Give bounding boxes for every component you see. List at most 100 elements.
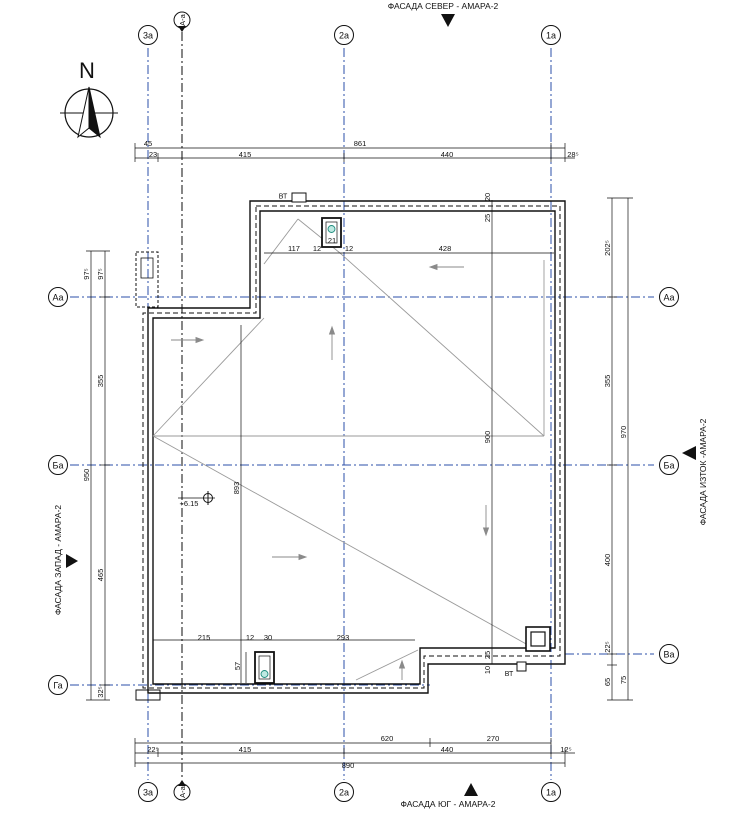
facade-south-label: ФАСАДА ЮГ - АМАРА-2 (401, 799, 496, 809)
roof-drain-top-icon (327, 225, 336, 233)
slope-arrow-6-icon (398, 659, 406, 669)
dim-top-415: 415 (239, 150, 252, 159)
axis-bubble-va-right (659, 644, 679, 664)
dim-in-117: 117 (288, 244, 300, 253)
section-marker-bottom-label: А-а (178, 785, 187, 798)
axis-bubble-2a-bottom (334, 782, 354, 802)
dim-right-970: 970 (619, 426, 628, 439)
dimension-lines (86, 143, 633, 767)
hip-line-4 (339, 252, 545, 437)
facade-labels: ФАСАДА СЕВЕР - АМАРА-2 ФАСАДА ЮГ - АМАРА… (53, 1, 708, 809)
dim-in-10: 10 (483, 666, 492, 674)
dim-top-45: 45 (144, 139, 152, 148)
roof-fixtures: ВТ ВТ +6.15 (178, 192, 551, 684)
facade-south-marker-icon (464, 783, 478, 796)
level-label: +6.15 (180, 499, 199, 508)
slope-arrow-2-icon (428, 263, 438, 271)
dim-left-465: 465 (96, 569, 105, 582)
dim-right-400: 400 (603, 554, 612, 567)
dim-in-25a: 25 (483, 214, 492, 222)
facade-north-marker-icon (441, 14, 455, 27)
parapet-stub (135, 689, 161, 701)
dim-bot-620: 620 (381, 734, 394, 743)
axis-label-va-right: Ва (663, 650, 674, 660)
chimney-box (525, 626, 551, 652)
chimney-box-inner (530, 631, 546, 647)
dim-bot-890: 890 (342, 761, 355, 770)
slope-arrow-4-icon (482, 527, 490, 537)
hip-line-1 (152, 317, 265, 437)
dim-bot-440: 440 (441, 745, 454, 754)
dim-right-22: 22⁵ (603, 641, 612, 652)
axis-label-ga-left: Га (53, 681, 62, 691)
axis-bubble-ba-left (48, 455, 68, 475)
facade-west-label: ФАСАДА ЗАПАД - АМАРА-2 (53, 505, 63, 616)
dim-left-32: 32⁵ (96, 686, 105, 697)
wall-axis-dashed (142, 205, 561, 689)
section-marker-top-label: А-а (178, 13, 187, 26)
facade-east-marker-icon (682, 446, 696, 460)
valley-line-2 (355, 649, 419, 681)
dim-left-97: 97⁵ (82, 268, 91, 279)
axis-label-aa-right: Аа (663, 293, 674, 303)
axis-label-1a-top: 1а (546, 31, 556, 41)
hip-line-2 (263, 218, 299, 265)
dim-right-202: 202⁵ (603, 240, 612, 256)
vent-bottom (516, 661, 527, 672)
axis-bubble-aa-right (659, 287, 679, 307)
vent-top (291, 192, 307, 203)
dim-top-440: 440 (441, 150, 454, 159)
dim-bot-415: 415 (239, 745, 252, 754)
dim-left-355: 355 (96, 375, 105, 388)
dim-left-950: 950 (82, 469, 91, 482)
roof-hatch-bottom-inner (258, 655, 271, 680)
axis-label-2a-top: 2а (339, 31, 349, 41)
dim-top-23: 23 (149, 150, 157, 159)
facade-east-label: ФАСАДА ИЗТОК -АМАРА-2 (698, 418, 708, 525)
section-arrow-top-icon (178, 26, 186, 32)
dim-right-65: 65 (603, 678, 612, 686)
slope-arrow-1-icon (195, 336, 205, 344)
roof-slope-lines (152, 218, 545, 681)
roof-hatch-bottom (254, 651, 275, 684)
facade-west-marker-icon (66, 554, 78, 568)
dim-left-97b: 97⁵ (96, 268, 105, 279)
dim-top-861: 861 (354, 139, 367, 148)
parapet-inner (152, 210, 556, 685)
dim-in-293: 293 (337, 633, 350, 642)
parapet-outer (147, 200, 566, 694)
section-arrow-bottom-icon (178, 780, 186, 786)
dim-in-25b: 25 (483, 651, 492, 659)
dim-right-355: 355 (603, 375, 612, 388)
dim-in-215: 215 (198, 633, 211, 642)
axis-bubble-1a-top (541, 25, 561, 45)
facade-north-label: ФАСАДА СЕВЕР - АМАРА-2 (388, 1, 499, 11)
compass-needle-dark-icon (88, 86, 101, 139)
axis-bubble-2a-top (334, 25, 354, 45)
axis-bubble-3a-bottom (138, 782, 158, 802)
vent-duct-left-inner (140, 257, 154, 279)
axis-label-2a-bottom: 2а (339, 788, 349, 798)
north-compass: N (60, 58, 118, 139)
axis-bubble-ga-left (48, 675, 68, 695)
axis-label-aa-left: Аа (52, 293, 63, 303)
dim-in-893: 893 (232, 482, 241, 495)
dim-in-900: 900 (483, 431, 492, 444)
slope-arrows (171, 263, 490, 680)
axis-label-3a-top: 3а (143, 31, 153, 41)
valley-line-1 (152, 435, 529, 646)
axis-bubble-aa-left (48, 287, 68, 307)
dim-bot-12: 12⁵ (560, 745, 571, 754)
dim-in-30: 30 (264, 633, 272, 642)
dim-bot-270: 270 (487, 734, 500, 743)
dim-bot-22: 22⁵ (147, 745, 158, 754)
slope-arrow-3-icon (328, 325, 336, 335)
axis-label-ba-right: Ба (664, 461, 675, 471)
dim-in-57: 57 (233, 662, 242, 670)
roof-drain-bottom-icon (260, 670, 269, 678)
dim-top-28: 28⁵ (567, 150, 578, 159)
axis-label-3a-bottom: 3а (143, 788, 153, 798)
axis-label-ba-left: Ба (53, 461, 64, 471)
vent-top-label: ВТ (279, 194, 288, 201)
